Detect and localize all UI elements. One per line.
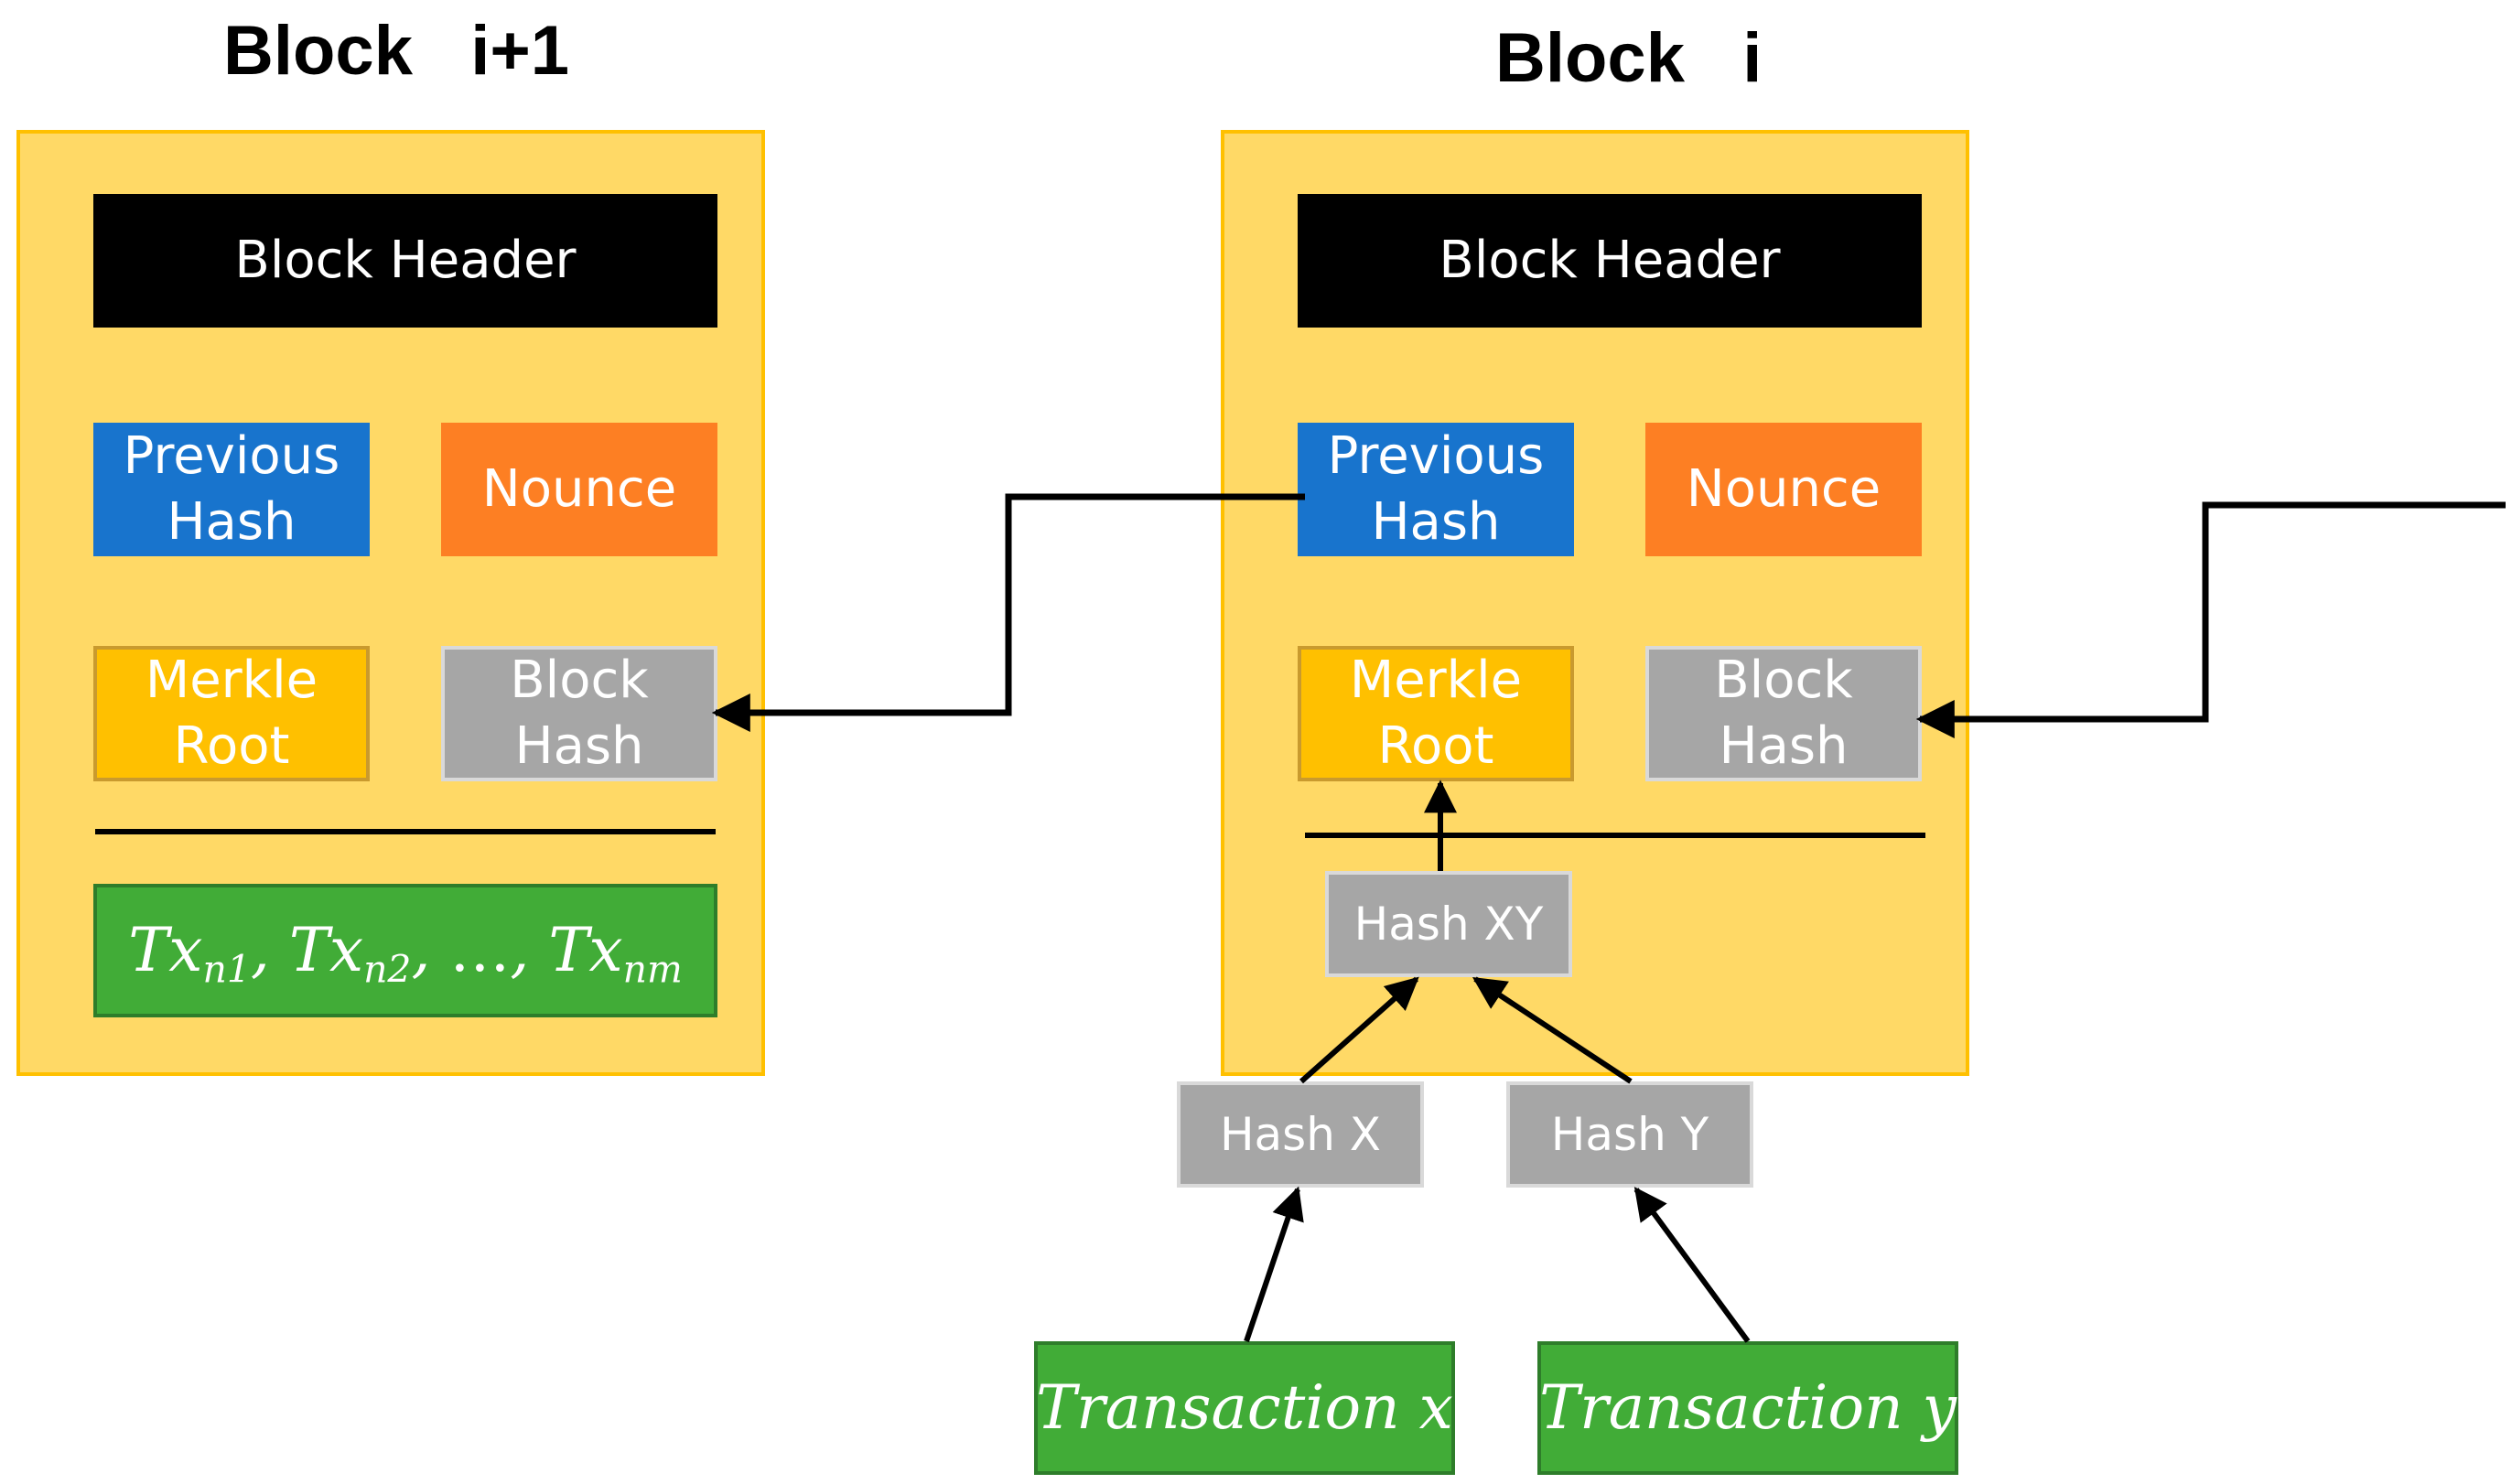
hash-y-to-hash-xy-arrow xyxy=(1472,976,1633,1084)
hash-xy-node: Hash XY xyxy=(1325,871,1572,977)
block-next-merkle-root: Merkle Root xyxy=(93,646,370,781)
tx-n1: Txn1 xyxy=(128,914,251,992)
block-next-title: Block i+1 xyxy=(223,12,570,90)
tx-separator: , xyxy=(250,914,289,985)
block-next-nounce: Nounce xyxy=(441,423,717,556)
block-current-title: Block i xyxy=(1495,19,1763,97)
tx-nm: Txnm xyxy=(548,914,683,992)
transaction-x-to-hash-x-arrow xyxy=(1244,1186,1304,1342)
block-current-header: Block Header xyxy=(1298,194,1922,328)
block-current-separator xyxy=(1305,833,1925,838)
incoming-block-hash-arrow xyxy=(1915,501,2506,738)
tx-ellipsis: … xyxy=(449,914,511,985)
prev-hash-to-block-hash-arrow xyxy=(711,493,1305,732)
block-current-previous-hash: Previous Hash xyxy=(1298,423,1574,556)
transaction-x-node: Transaction x xyxy=(1034,1341,1455,1475)
block-next-transactions: Txn1, Txn2, …, Txnm xyxy=(93,884,717,1017)
hash-x-to-hash-xy-arrow xyxy=(1299,976,1419,1084)
block-next-previous-hash: Previous Hash xyxy=(93,423,370,556)
tx-separator: , xyxy=(510,914,549,985)
transaction-y-node: Transaction y xyxy=(1537,1341,1958,1475)
tx-separator: , xyxy=(411,914,450,985)
block-current-nounce: Nounce xyxy=(1645,423,1922,556)
block-next-separator xyxy=(95,829,716,834)
hash-x-node: Hash X xyxy=(1177,1081,1424,1188)
block-next-block-hash: Block Hash xyxy=(441,646,717,781)
block-next-header: Block Header xyxy=(93,194,717,328)
block-current-merkle-root: Merkle Root xyxy=(1298,646,1574,781)
hash-y-node: Hash Y xyxy=(1506,1081,1753,1188)
transaction-y-to-hash-y-arrow xyxy=(1633,1187,1751,1343)
tx-n2: Txn2 xyxy=(288,914,412,992)
